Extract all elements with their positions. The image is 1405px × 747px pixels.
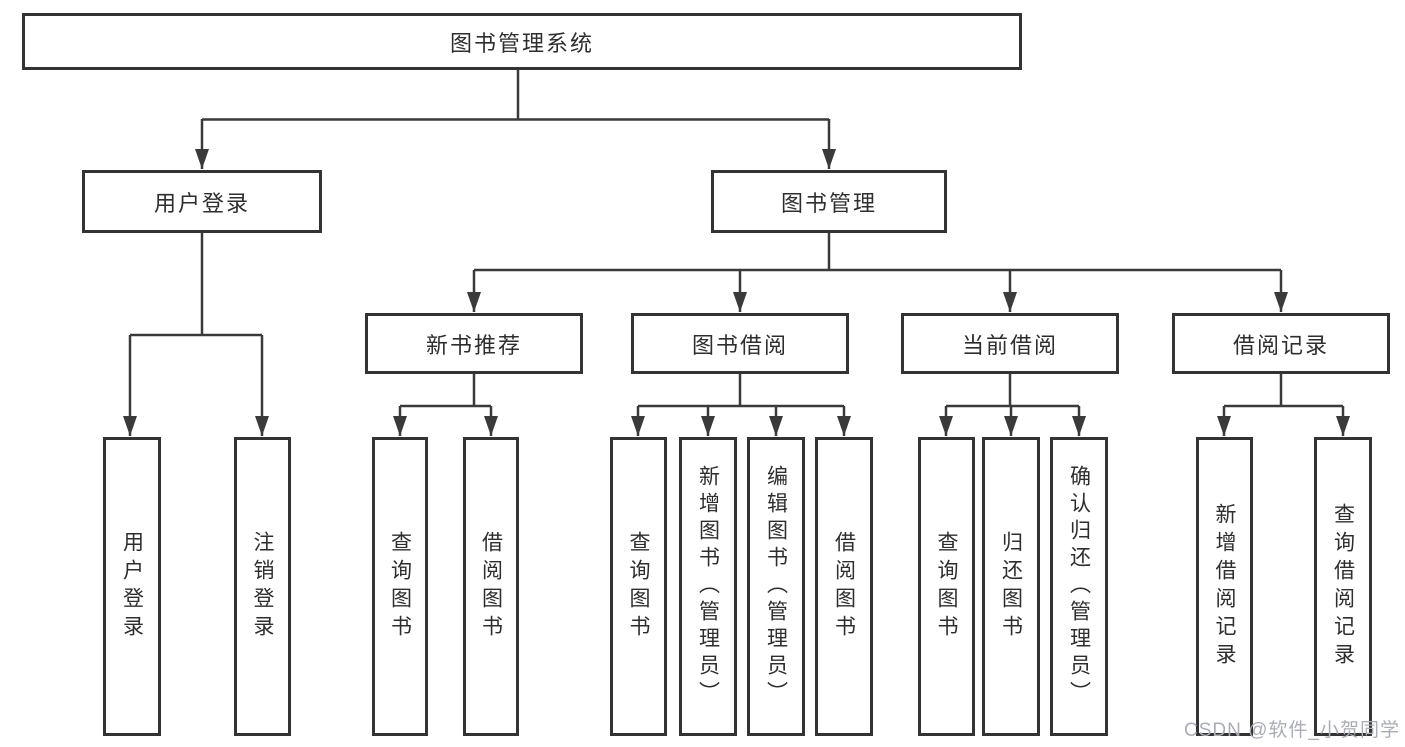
leaf-label: 用户登录	[120, 530, 144, 643]
leaf-label: 查询借阅记录	[1331, 502, 1355, 671]
leaf-label: 借阅图书	[832, 530, 856, 643]
leaf-edit-book-admin: 编辑图书（管理员）	[747, 437, 805, 736]
node-label: 图书管理系统	[449, 30, 594, 56]
leaf-label: 新增图书（管理员）	[696, 465, 720, 708]
node-label: 新书推荐	[425, 332, 522, 358]
node-borrowing-records: 借阅记录	[1172, 313, 1390, 374]
leaf-label: 查询图书	[627, 530, 650, 643]
leaf-label: 归还图书	[999, 530, 1023, 643]
leaf-logout: 注销登录	[234, 437, 291, 736]
leaf-borrow-books: 借阅图书	[815, 437, 873, 736]
node-label: 用户登录	[153, 190, 250, 216]
node-label: 当前借阅	[961, 332, 1058, 358]
leaf-query-borrow-record: 查询借阅记录	[1314, 437, 1372, 736]
node-user-login: 用户登录	[82, 170, 322, 233]
node-label: 借阅记录	[1232, 332, 1329, 358]
leaf-label: 查询图书	[388, 530, 412, 643]
leaf-add-book-admin: 新增图书（管理员）	[679, 437, 737, 736]
node-current-borrowing: 当前借阅	[901, 313, 1119, 374]
leaf-query-books-recommend: 查询图书	[372, 437, 428, 736]
leaf-query-books-current: 查询图书	[918, 437, 975, 736]
leaf-label: 编辑图书（管理员）	[764, 465, 788, 708]
leaf-query-books-borrow: 查询图书	[610, 437, 667, 736]
node-label: 图书借阅	[691, 332, 788, 358]
node-new-book-recommendation: 新书推荐	[365, 313, 583, 374]
node-label: 图书管理	[780, 190, 877, 216]
leaf-return-books: 归还图书	[982, 437, 1040, 736]
leaf-add-borrow-record: 新增借阅记录	[1196, 437, 1253, 736]
leaf-label: 确认归还（管理员）	[1067, 465, 1091, 708]
node-book-management: 图书管理	[711, 170, 947, 233]
leaf-label: 新增借阅记录	[1213, 502, 1236, 671]
leaf-label: 借阅图书	[479, 530, 503, 643]
leaf-confirm-return-admin: 确认归还（管理员）	[1050, 437, 1108, 736]
leaf-label: 注销登录	[251, 530, 274, 643]
leaf-borrow-books-recommend: 借阅图书	[463, 437, 519, 736]
leaf-user-login: 用户登录	[103, 437, 161, 736]
node-book-borrowing: 图书借阅	[631, 313, 849, 374]
leaf-label: 查询图书	[935, 530, 958, 643]
node-library-management-system: 图书管理系统	[22, 13, 1022, 70]
